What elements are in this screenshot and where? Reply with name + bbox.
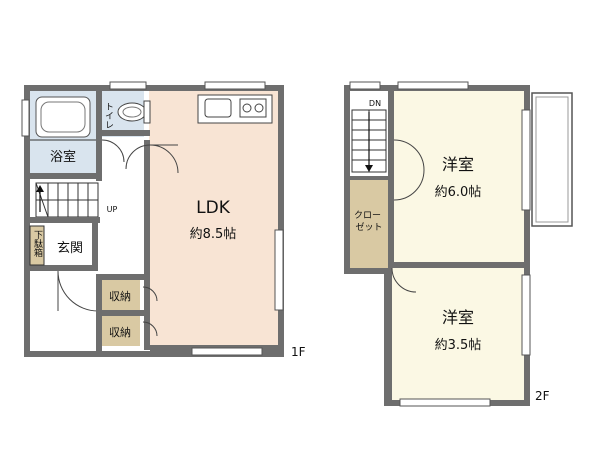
kitchen-sink: [204, 98, 232, 118]
closet: [350, 180, 388, 262]
second-floor-stairs: [351, 109, 387, 173]
ldk-room: [149, 91, 278, 345]
western-room-2-label: 洋室: [442, 308, 474, 327]
storage-1: [100, 280, 140, 310]
bath-east-wall: [96, 91, 102, 181]
toilet-south-wall: [102, 130, 150, 136]
room-2-door: [391, 267, 417, 293]
storage-2: [100, 316, 140, 346]
storage-divider-wall: [96, 310, 146, 316]
shoebox-label: 下駄箱: [32, 230, 43, 258]
stove: [239, 98, 267, 118]
window-room-2-east: [521, 274, 531, 356]
storage-1-label: 収納: [109, 290, 131, 303]
stairs-down-label: DN: [369, 99, 381, 108]
toilet-door: [125, 144, 151, 170]
first-floor-label: 1F: [291, 345, 306, 359]
western-room-1-label: 洋室: [442, 155, 474, 174]
stairs-south-wall: [30, 217, 100, 223]
window-kitchen: [204, 81, 266, 90]
entrance-south-wall: [30, 265, 98, 271]
window-toilet: [109, 81, 147, 90]
room-divider-wall: [384, 262, 462, 268]
bathtub: [35, 96, 91, 138]
western-room-1-size: 約6.0帖: [435, 185, 482, 200]
entrance-area: [44, 226, 98, 268]
second-floor-plan: DN クロー ゼット 洋室 約6.0帖 洋室 約3.5帖 2F: [344, 81, 573, 407]
window-stair-hall: [349, 81, 381, 90]
first-floor-plan: LDK 約8.5帖 浴室 トイレ 玄関 下駄箱 収納 収納 UP 1F: [21, 81, 306, 359]
storage-north-wall: [96, 274, 146, 280]
room-1-door: [393, 139, 425, 201]
room-1-west-wall: [388, 91, 394, 262]
storage-2-door: [142, 321, 158, 337]
window-ldk-east: [274, 229, 284, 311]
shoe-box: [29, 225, 45, 266]
entrance-door: [57, 270, 99, 312]
first-floor-stairs: [35, 182, 99, 218]
western-room-2: [392, 268, 524, 400]
balcony: [531, 92, 573, 227]
bath-label: 浴室: [50, 149, 76, 165]
ldk-label: LDK: [196, 198, 231, 218]
window-room-2-south: [399, 398, 491, 407]
bath-south-wall: [30, 173, 100, 179]
closet-north-wall: [350, 176, 390, 180]
toilet-bowl: [117, 102, 147, 122]
second-floor-label: 2F: [535, 389, 550, 403]
storage-2-label: 収納: [109, 326, 131, 339]
stairs-up-label: UP: [107, 205, 118, 214]
bath-door: [101, 139, 125, 163]
window-bath: [21, 99, 30, 137]
western-room-1: [394, 91, 524, 262]
ldk-size-label: 約8.5帖: [190, 227, 237, 242]
closet-label: クロー ゼット: [354, 210, 384, 233]
window-room-1-north: [397, 81, 469, 90]
western-room-2-size: 約3.5帖: [435, 338, 482, 353]
toilet-label: トイレ: [103, 102, 114, 129]
ldk-west-wall: [144, 140, 150, 350]
window-room-1-east: [521, 109, 531, 211]
storage-1-door: [142, 286, 158, 302]
kitchen-counter: [197, 94, 273, 124]
entrance-label: 玄関: [57, 241, 83, 256]
entrance-east-wall: [92, 223, 98, 271]
window-ldk-south: [191, 347, 263, 356]
